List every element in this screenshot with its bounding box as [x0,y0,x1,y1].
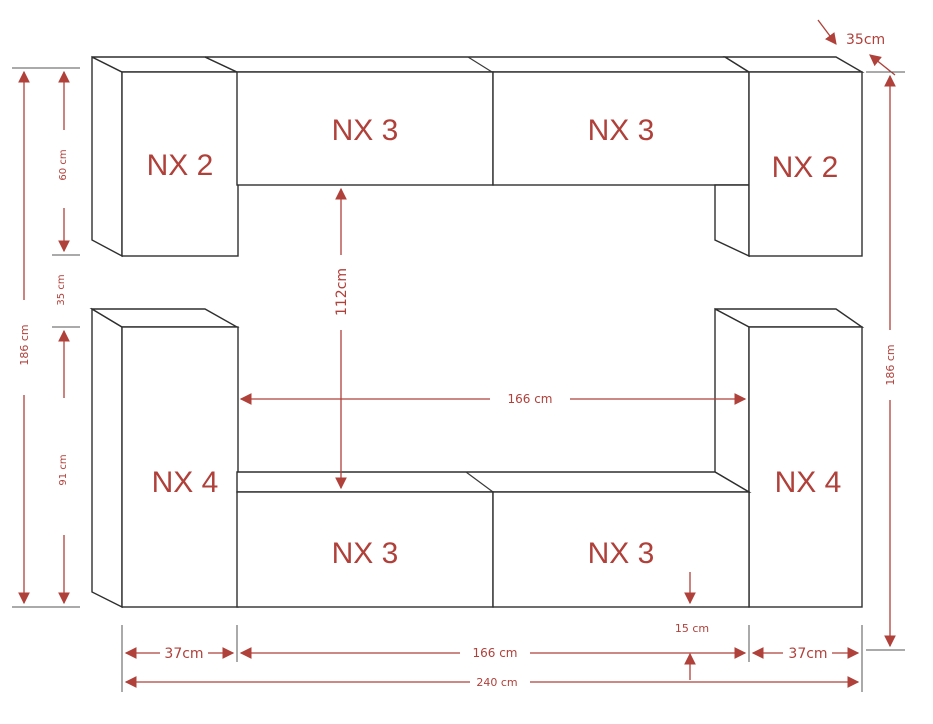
unit-label-top-right: NX 2 [772,151,839,184]
dimension-depth-label: 35cm [846,32,885,48]
dimension-center-width-label: 166 cm [472,646,517,660]
dimension-left-width-label: 37cm [164,646,203,662]
unit-label-top-center-right: NX 3 [588,114,655,147]
dimension-inner-width: 166 cm [239,392,747,406]
cabinet-bottom-left: NX 4 [89,307,240,609]
cabinet-top-left: NX 2 [91,55,239,258]
unit-label-bottom-right: NX 4 [775,466,842,499]
dimension-inner-height-label: 112cm [334,268,350,316]
dimension-right-total-height: 186 cm [866,71,905,651]
cabinet-bottom-center: NX 3 NX 3 [236,471,752,608]
cabinet-top-center: NX 3 NX 3 [204,56,752,186]
dimension-top-cabinet-height: 60 cm [52,70,80,256]
dimension-inner-width-label: 166 cm [507,392,552,406]
dimension-tall-cabinet-height-label: 91 cm [58,454,69,485]
dimension-right-width-label: 37cm [788,646,827,662]
cabinet-top-right: NX 2 [714,56,865,258]
dimension-top-cabinet-height-label: 60 cm [58,149,69,180]
dimension-tall-cabinet-height: 91 cm [58,329,70,605]
unit-label-top-left: NX 2 [147,149,214,182]
unit-label-top-center-left: NX 3 [332,114,399,147]
dimension-bottom-widths: 37cm 166 cm 37cm 240 cm [121,625,863,692]
unit-label-bottom-left: NX 4 [152,466,219,499]
dimension-right-total-height-label: 186 cm [884,344,897,385]
cabinet-bottom-right: NX 4 [714,307,865,608]
dimension-floor-clearance: 15 cm [675,572,709,680]
dimension-gap-height-label: 35 cm [56,274,67,305]
dimension-total-width-label: 240 cm [476,676,517,689]
dimension-floor-clearance-label: 15 cm [675,622,709,635]
unit-label-bottom-center-left: NX 3 [332,537,399,570]
dimension-left-total-height-label: 186 cm [18,324,31,365]
dimension-left-total-height: 186 cm [12,67,80,608]
dimension-gap-height: 35 cm [52,274,80,328]
unit-label-bottom-center-right: NX 3 [588,537,655,570]
dimension-inner-height: 112cm [334,187,350,490]
